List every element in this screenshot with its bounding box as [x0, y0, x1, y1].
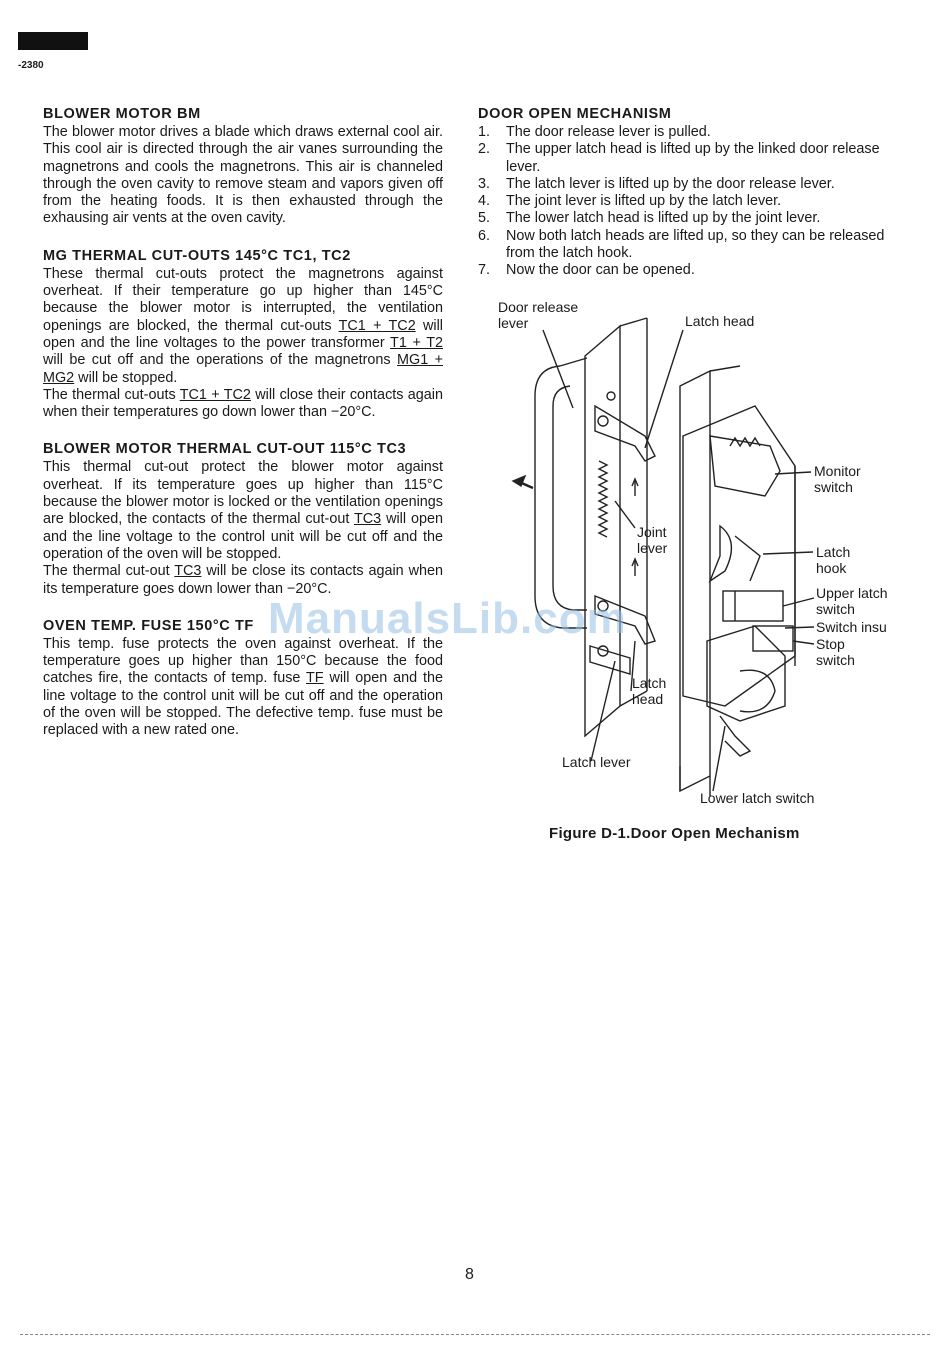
label-door-release-lever: Door release lever	[498, 299, 579, 331]
door-mechanism-figure: Door release lever Latch head Monitor sw…	[495, 296, 915, 816]
label-switch-insu: Switch insu	[816, 619, 887, 635]
label-latch-head-bottom: Latch head	[632, 675, 667, 707]
watermark: ManualsLib.com	[268, 594, 627, 643]
label-latch-hook: Latch hook	[816, 544, 851, 576]
section-title: BLOWER MOTOR BM	[43, 106, 201, 122]
list-item: 7.Now the door can be opened.	[478, 262, 695, 279]
section-oven-temp-fuse: OVEN TEMP. FUSE 150°C TF This temp. fuse…	[43, 618, 443, 740]
section-body: The thermal cut-out TC3 will be close it…	[43, 563, 443, 597]
section-title: OVEN TEMP. FUSE 150°C TF	[43, 617, 254, 634]
left-column: BLOWER MOTOR BM The blower motor drives …	[43, 106, 443, 760]
list-item: 3.The latch lever is lifted up by the do…	[478, 175, 835, 192]
list-item: 1.The door release lever is pulled.	[478, 124, 711, 140]
label-latch-lever: Latch lever	[562, 754, 631, 770]
label-monitor-switch: Monitor switch	[814, 463, 861, 495]
label-lower-latch-switch: Lower latch switch	[700, 790, 815, 806]
section-blower-motor: BLOWER MOTOR BM The blower motor drives …	[43, 106, 443, 228]
section-body: These thermal cut-outs protect the magne…	[43, 265, 444, 386]
section-blower-thermal-cutout: BLOWER MOTOR THERMAL CUT-OUT 115°C TC3 T…	[43, 441, 443, 597]
label-upper-latch-switch: Upper latch switch	[816, 585, 888, 617]
section-body: The thermal cut-outs TC1 + TC2 will clos…	[43, 386, 443, 421]
section-title: BLOWER MOTOR THERMAL CUT-OUT 115°C TC3	[43, 441, 407, 458]
section-mg-thermal-cutouts: MG THERMAL CUT-OUTS 145°C TC1, TC2 These…	[43, 248, 443, 422]
bottom-rule	[20, 1334, 930, 1335]
label-joint-lever: Joint lever	[637, 524, 668, 556]
list-item: 5.The lower latch head is lifted up by t…	[478, 210, 821, 227]
right-column: DOOR OPEN MECHANISM 1.The door release l…	[478, 106, 908, 280]
section-body: This thermal cut-out protect the blower …	[43, 459, 443, 562]
list-item: 6.Now both latch heads are lifted up, so…	[478, 227, 885, 262]
label-stop-switch: Stop switch	[816, 636, 855, 668]
list-item: 4.The joint lever is lifted up by the la…	[478, 193, 782, 210]
figure-caption: Figure D-1.Door Open Mechanism	[549, 825, 800, 842]
list-item: 2.The upper latch head is lifted up by t…	[478, 141, 880, 175]
section-title: MG THERMAL CUT-OUTS 145°C TC1, TC2	[43, 247, 351, 264]
door-open-steps: 1.The door release lever is pulled. 2.Th…	[478, 124, 908, 280]
door-mechanism-drawing	[511, 317, 815, 796]
section-body: The blower motor drives a blade which dr…	[43, 124, 443, 227]
page-number: 8	[465, 1266, 474, 1283]
label-latch-head-top: Latch head	[685, 313, 755, 329]
section-title-door-open: DOOR OPEN MECHANISM	[478, 106, 672, 122]
section-body: This temp. fuse protects the oven agains…	[43, 635, 443, 739]
model-number: -2380	[18, 60, 44, 71]
header-black-bar	[18, 32, 88, 50]
